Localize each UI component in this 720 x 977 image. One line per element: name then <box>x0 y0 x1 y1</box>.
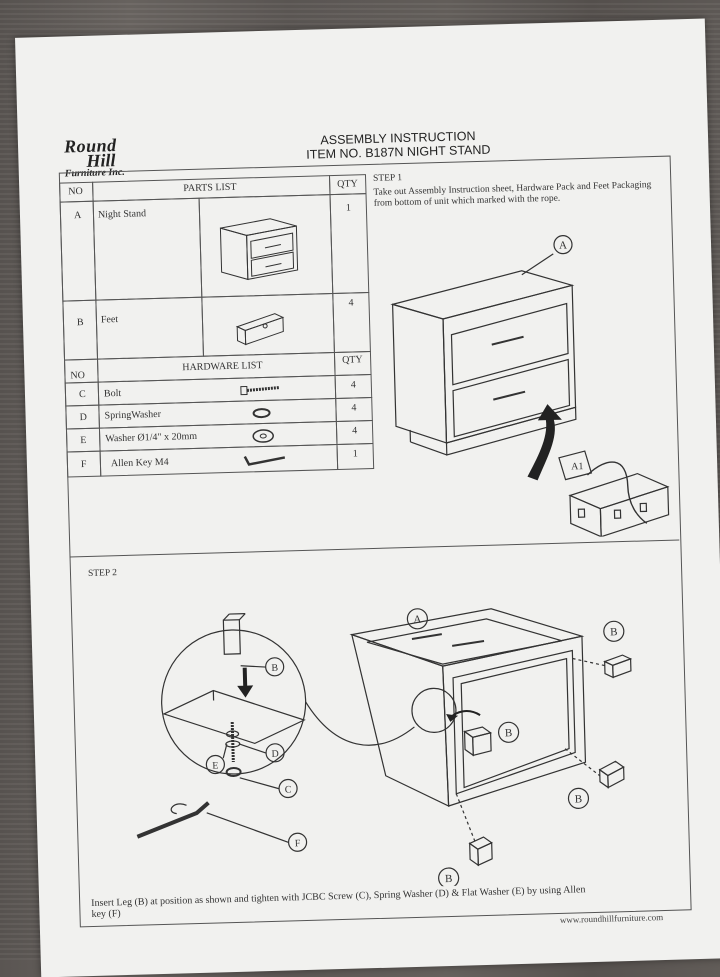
parts-row-b-no-cell: B <box>62 300 98 361</box>
parts-row-b-qty-cell: 4 <box>332 292 371 353</box>
hardware-row-f-no-cell: F <box>67 451 102 478</box>
hardware-row-d-no-cell: D <box>65 405 100 430</box>
parts-row-a-name: Night Stand <box>98 208 146 220</box>
night-stand-thumbnail-cell <box>199 194 334 298</box>
hardware-row-c-qty: 4 <box>351 379 356 390</box>
feet-thumbnail-cell <box>201 293 335 357</box>
hardware-row-d-qty-cell: 4 <box>335 397 373 422</box>
step-2-callout-b-4: B <box>445 873 453 885</box>
hardware-row-d-qty: 4 <box>351 402 356 413</box>
hardware-list-title: HARDWARE LIST <box>182 360 263 373</box>
parts-qty-header: QTY <box>337 178 358 190</box>
flat-washer-icon <box>250 427 276 446</box>
parts-row-a-qty: 1 <box>346 203 351 214</box>
parts-row-b-name-cell: Feet <box>95 297 204 360</box>
step-2-callout-a: A <box>413 614 421 626</box>
hardware-row-e-qty-cell: 4 <box>336 420 374 445</box>
hardware-row-e-no-cell: E <box>66 428 101 453</box>
parts-qty-header-cell: QTY <box>329 174 367 195</box>
parts-row-a-qty-cell: 1 <box>329 193 369 294</box>
parts-row-b-qty: 4 <box>348 297 353 308</box>
parts-row-a-name-cell: Night Stand <box>93 198 203 301</box>
parts-no-header-cell: NO <box>59 182 94 203</box>
step-2-callout-b-3: B <box>575 793 583 805</box>
parts-row-a-no: A <box>74 210 82 221</box>
step-2-illustration: A B B B B B D E C F <box>110 559 689 895</box>
hardware-row-f-qty: 1 <box>353 448 358 459</box>
parts-no-header: NO <box>68 186 83 197</box>
step-1-illustration: A A1 <box>370 205 679 543</box>
step-2-callout-f: F <box>295 838 301 849</box>
hardware-row-c-no-cell: C <box>65 382 100 407</box>
website-url: www.roundhillfurniture.com <box>560 912 664 925</box>
step-2-callout-d: D <box>271 749 279 760</box>
step-2-callout-b-detail: B <box>271 663 278 674</box>
step-1-label: STEP 1 <box>373 173 402 185</box>
hardware-qty-header-cell: QTY <box>334 351 372 376</box>
hardware-row-c-qty-cell: 4 <box>335 374 373 399</box>
hardware-row-c-name: Bolt <box>104 388 122 399</box>
page-title: ASSEMBLY INSTRUCTION ITEM NO. B187N NIGH… <box>248 127 549 163</box>
instruction-sheet: Round Hill Furniture Inc. ASSEMBLY INSTR… <box>15 19 720 977</box>
parts-row-b-no: B <box>77 317 84 328</box>
step-2-callout-b-1: B <box>610 626 618 638</box>
parts-row-a-no-cell: A <box>60 201 97 302</box>
hardware-qty-header: QTY <box>342 354 363 366</box>
hardware-row-f-no: F <box>81 459 87 470</box>
hardware-no-header-cell: NO <box>64 359 99 384</box>
hardware-row-f-qty-cell: 1 <box>336 443 374 470</box>
allen-key-icon <box>241 449 292 470</box>
hardware-row-c-no: C <box>79 389 86 400</box>
step-2-callout-b-2: B <box>505 727 513 739</box>
hardware-row-f-name: Allen Key M4 <box>111 457 169 470</box>
step-1-callout-a: A <box>559 239 567 251</box>
step-1-box-label: A1 <box>571 461 584 472</box>
step-2-callout-c: C <box>285 784 292 795</box>
step-2-callout-e: E <box>212 760 218 771</box>
hardware-row-d-no: D <box>79 412 87 423</box>
spring-washer-icon <box>249 406 273 421</box>
bolt-icon <box>239 381 289 398</box>
hardware-row-e-no: E <box>80 435 86 446</box>
parts-row-b-name: Feet <box>101 314 119 325</box>
night-stand-thumbnail <box>200 195 333 297</box>
foot-thumbnail <box>202 294 334 356</box>
hardware-no-header: NO <box>70 370 85 381</box>
hardware-row-d-name: SpringWasher <box>104 409 161 422</box>
hardware-row-e-name: Washer Ø1/4" x 20mm <box>105 431 197 445</box>
parts-list-title: PARTS LIST <box>183 182 237 194</box>
hardware-row-e-qty: 4 <box>352 425 357 436</box>
